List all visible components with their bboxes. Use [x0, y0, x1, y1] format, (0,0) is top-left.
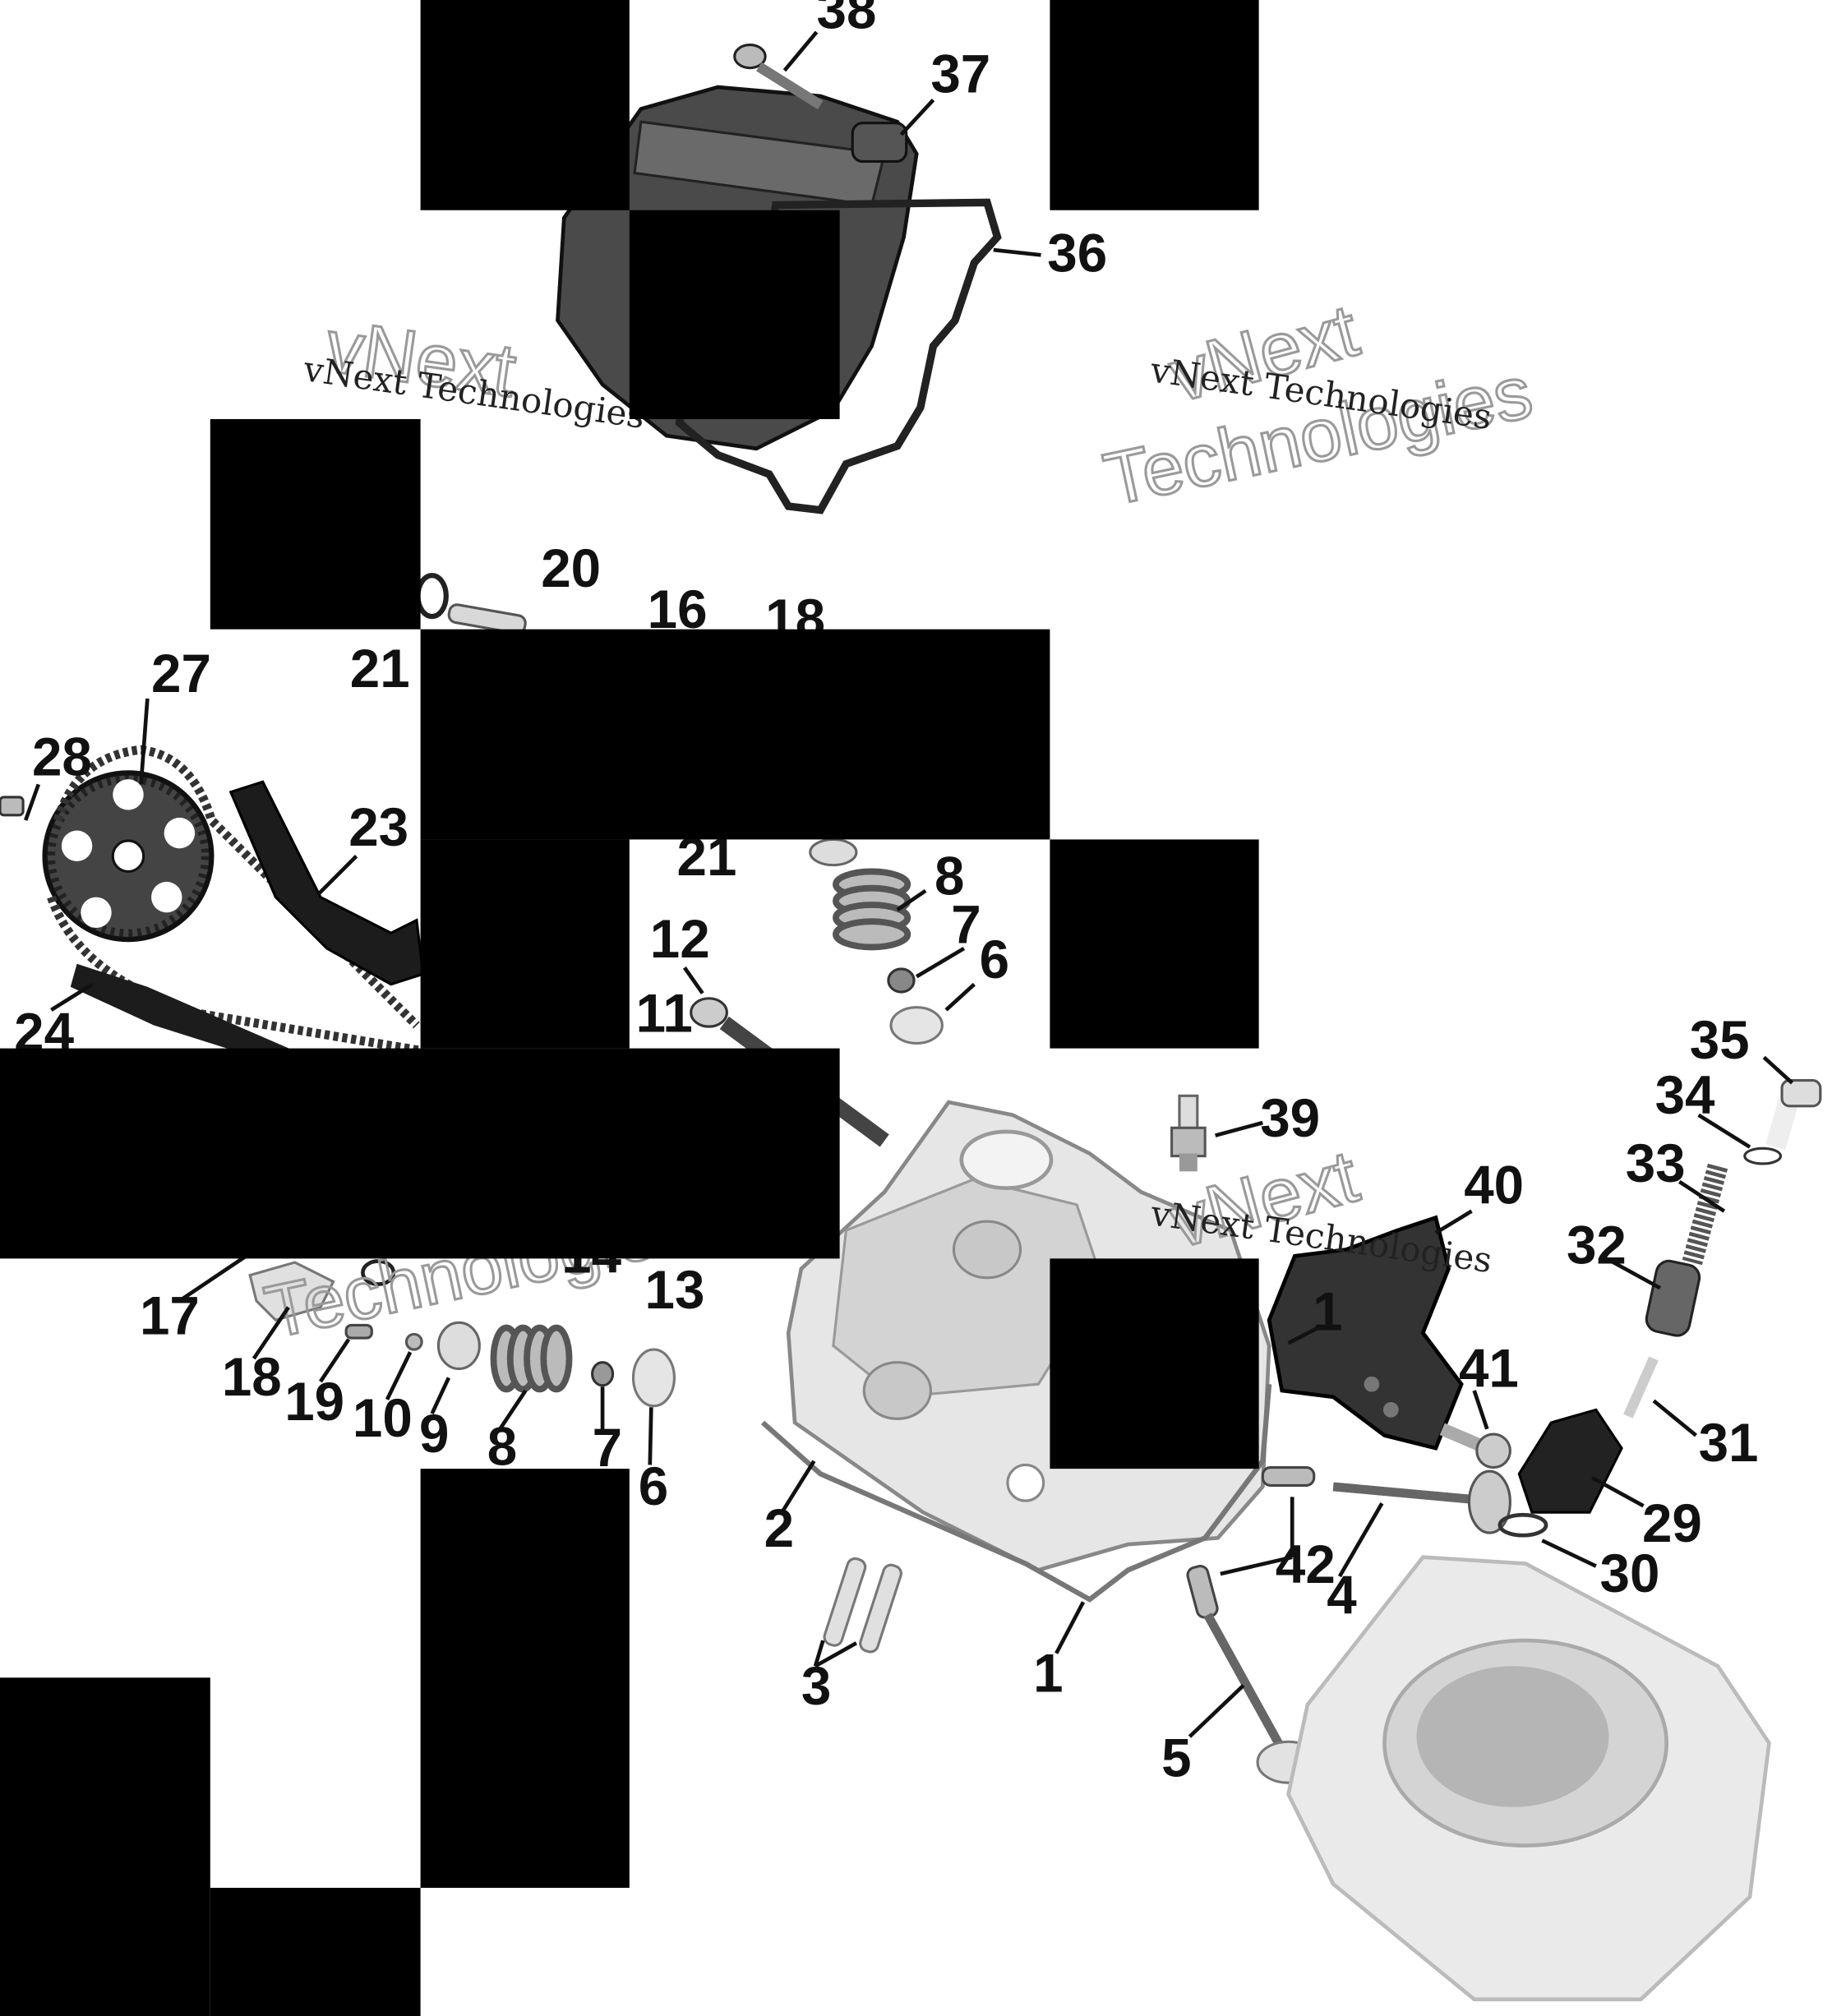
callout-12: 12 [650, 909, 710, 969]
o-ring-upper [415, 573, 449, 620]
redaction-blocks [0, 0, 1259, 2016]
callout-40: 40 [1464, 1155, 1524, 1215]
callout-8: 8 [935, 846, 964, 906]
sprocket-bolt [0, 796, 25, 817]
callout-34: 34 [1655, 1065, 1715, 1125]
redaction-block [0, 1677, 210, 2016]
callout-21: 21 [350, 639, 410, 699]
callout-5: 5 [1161, 1728, 1191, 1788]
chain-tensioner-guide [70, 963, 295, 1064]
callout-36: 36 [1047, 224, 1107, 284]
tensioner-plunger-assembly [1623, 1079, 1822, 1419]
redaction-block [1050, 0, 1259, 210]
callout-13: 13 [645, 1260, 705, 1320]
callout-39: 39 [1260, 1088, 1320, 1148]
redaction-block [420, 1469, 630, 1889]
callout-7: 7 [951, 895, 981, 955]
callout-3: 3 [801, 1656, 831, 1716]
upper-valve-train [809, 837, 944, 1045]
valve-guides [1186, 1466, 1316, 1619]
bracket-bolt [1439, 1423, 1511, 1469]
redaction-block [420, 629, 1050, 840]
callout-7: 7 [593, 1418, 622, 1478]
callout-11: 11 [636, 983, 693, 1043]
watermark-top-right: vNext Technologies vNext Technologies [1096, 288, 1541, 523]
callout-42: 42 [1276, 1534, 1336, 1594]
intake-bracket [1267, 1215, 1464, 1451]
callout-6: 6 [639, 1456, 668, 1516]
callout-30: 30 [1600, 1543, 1660, 1603]
chain-tensioner [1498, 1408, 1623, 1538]
callout-27: 27 [151, 644, 211, 704]
callout-41: 41 [1459, 1338, 1519, 1398]
callout-31: 31 [1699, 1413, 1759, 1473]
callout-35: 35 [1690, 1010, 1750, 1070]
rocker-arms [248, 1259, 396, 1322]
callout-18: 18 [222, 1347, 282, 1407]
redaction-block [629, 210, 840, 419]
redaction-block [1050, 1258, 1259, 1469]
callout-20: 20 [541, 538, 601, 598]
rocker-shaft [447, 603, 527, 635]
intake-valve [1332, 1469, 1511, 1534]
callout-4: 4 [1327, 1565, 1357, 1625]
callout-37: 37 [930, 44, 990, 104]
callout-17: 17 [140, 1285, 200, 1345]
head-gasket [760, 1383, 1272, 1603]
callout-19: 19 [284, 1372, 344, 1432]
redaction-block [1050, 839, 1259, 1049]
callout-23: 23 [348, 797, 408, 857]
redaction-block [420, 0, 630, 210]
callout-38: 38 [817, 0, 877, 39]
tensioner-o-ring [1498, 1512, 1548, 1538]
lower-valve-train [344, 1321, 676, 1408]
callout-32: 32 [1567, 1216, 1627, 1276]
callout-28: 28 [32, 727, 92, 787]
chain-guide [228, 780, 425, 986]
callout-10: 10 [353, 1388, 413, 1448]
callout-8: 8 [487, 1416, 517, 1476]
callout-33: 33 [1626, 1133, 1686, 1193]
dowel-pins [823, 1557, 902, 1654]
callout-6: 6 [980, 930, 1009, 990]
callout-2: 2 [764, 1498, 794, 1558]
redaction-block [210, 1888, 421, 2016]
callout-1: 1 [1313, 1282, 1342, 1342]
callout-29: 29 [1642, 1493, 1702, 1553]
redaction-block [210, 418, 421, 630]
callout-labels: 38 37 36 20 16 18 21 27 28 23 24 21 8 7 … [14, 0, 1758, 1788]
callout-9: 9 [419, 1404, 449, 1464]
spark-plug [1170, 1094, 1207, 1172]
leader-lines [23, 30, 1794, 1738]
camshaft-sprocket [42, 770, 215, 943]
redaction-block [0, 1048, 840, 1259]
callout-1: 1 [1033, 1643, 1063, 1703]
redaction-block [420, 839, 630, 1049]
cylinder-block [1286, 1555, 1771, 2002]
cover-bolt [733, 44, 824, 110]
